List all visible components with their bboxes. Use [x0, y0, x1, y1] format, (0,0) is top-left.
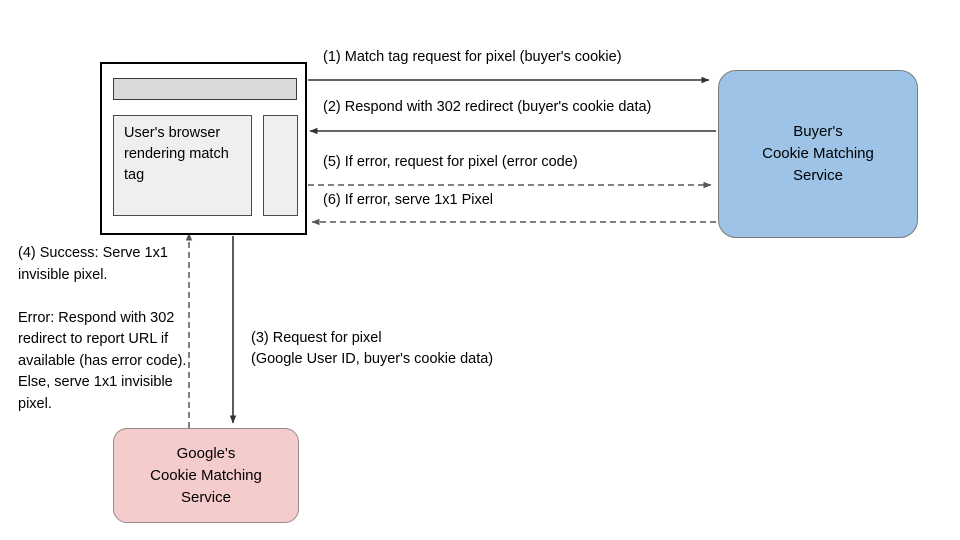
edge-label-2: (2) Respond with 302 redirect (buyer's c…	[323, 99, 652, 115]
edge-label-1: (1) Match tag request for pixel (buyer's…	[323, 49, 622, 65]
browser-sidebar-panel	[263, 115, 298, 216]
node-buyer-cookie-matching-service: Buyer's Cookie Matching Service	[718, 70, 918, 238]
edge-label-4: (4) Success: Serve 1x1 invisible pixel. …	[18, 245, 187, 412]
edge-label-5: (5) If error, request for pixel (error c…	[323, 154, 578, 170]
browser-content-label: User's browser rendering match tag	[113, 115, 252, 216]
node-google-cookie-matching-service: Google's Cookie Matching Service	[113, 428, 299, 523]
browser-toolbar-bar	[113, 78, 297, 100]
node-user-browser: User's browser rendering match tag	[100, 62, 307, 235]
edge-label-6: (6) If error, serve 1x1 Pixel	[323, 192, 494, 208]
edge-label-3: (3) Request for pixel (Google User ID, b…	[251, 330, 494, 367]
